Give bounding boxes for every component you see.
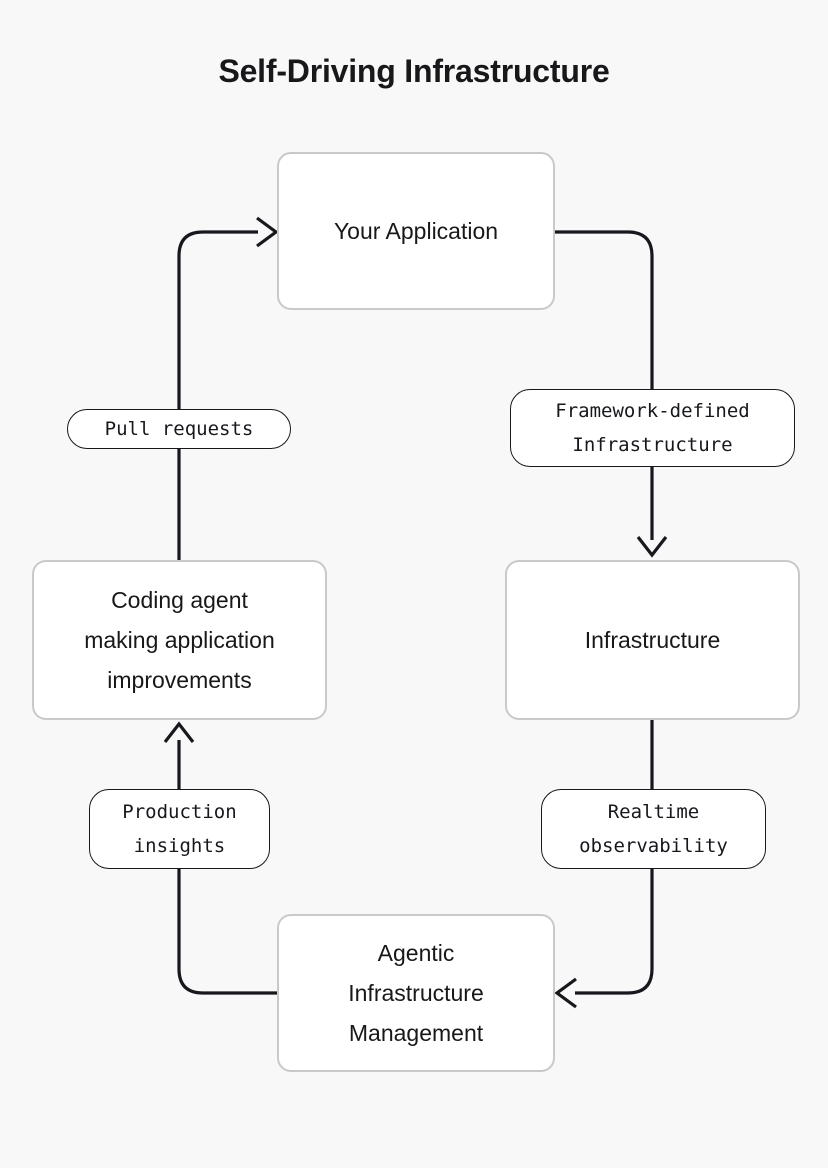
arrowhead-right-icon xyxy=(256,216,279,248)
edge-label-production-insights-text: Production insights xyxy=(122,801,237,857)
edge-label-production-insights: Production insights xyxy=(89,789,270,869)
arrowhead-left-icon xyxy=(554,977,577,1009)
node-coding-agent[interactable]: Coding agent making application improvem… xyxy=(32,560,327,720)
edge-label-realtime-observability-text: Realtime observability xyxy=(579,801,728,857)
page-title: Self-Driving Infrastructure xyxy=(218,53,610,89)
arrowhead-down-icon xyxy=(636,536,668,558)
edge-coding-agent-to-app xyxy=(177,216,279,560)
node-agentic-infrastructure-management-label: Agentic Infrastructure Management xyxy=(348,940,484,1046)
edge-label-framework-defined-infrastructure-text: Framework-defined Infrastructure xyxy=(555,400,750,456)
edge-label-realtime-observability: Realtime observability xyxy=(541,789,766,869)
node-coding-agent-label: Coding agent making application improvem… xyxy=(84,587,275,693)
node-your-application-label: Your Application xyxy=(333,218,499,244)
node-infrastructure[interactable]: Infrastructure xyxy=(505,560,800,720)
edge-label-pull-requests: Pull requests xyxy=(67,409,291,449)
node-your-application[interactable]: Your Application xyxy=(277,152,555,310)
edge-app-to-infrastructure xyxy=(555,230,668,558)
edge-agentic-to-coding-agent xyxy=(163,721,277,995)
edge-label-framework-defined-infrastructure: Framework-defined Infrastructure xyxy=(510,389,795,467)
edge-infrastructure-to-agentic xyxy=(554,720,654,1009)
edge-label-pull-requests-text: Pull requests xyxy=(104,418,254,440)
arrowhead-up-icon xyxy=(163,721,195,743)
node-infrastructure-label: Infrastructure xyxy=(584,627,721,653)
node-agentic-infrastructure-management[interactable]: Agentic Infrastructure Management xyxy=(277,914,555,1072)
